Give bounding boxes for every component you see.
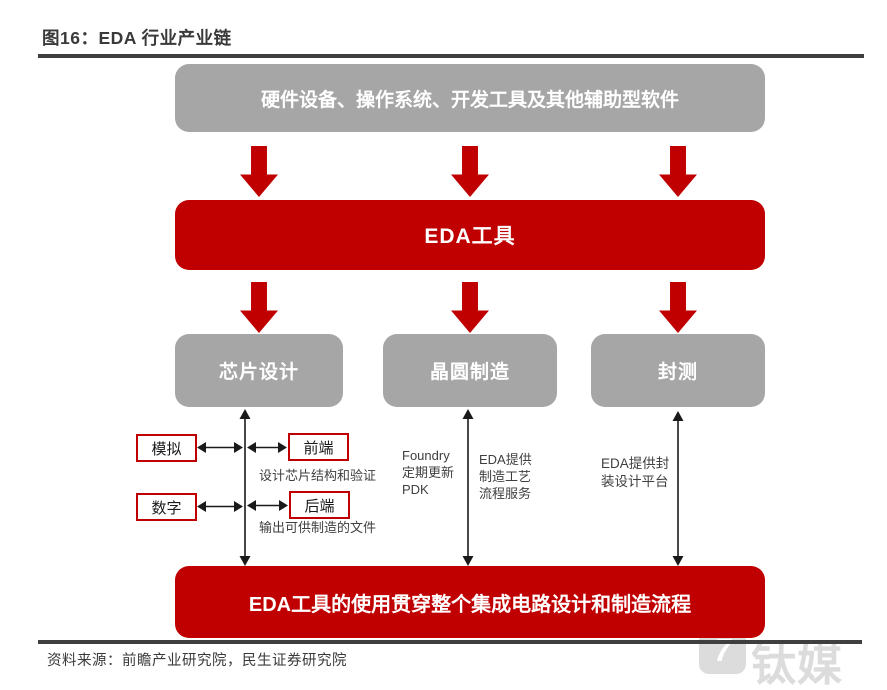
double-arrow-vertical (462, 409, 474, 566)
down-arrow-icon (659, 146, 697, 197)
front-end-note: 设计芯片结构和验证 (259, 468, 377, 483)
double-arrow-horizontal (197, 442, 243, 453)
source-note: 资料来源：前瞻产业研究院，民生证券研究院 (47, 653, 347, 669)
back-end-tag: 后端 (289, 491, 350, 519)
title-rule (38, 54, 864, 58)
down-arrow-icon (240, 282, 278, 333)
analog-tag: 模拟 (136, 434, 197, 462)
eda-tools-box: EDA工具 (175, 200, 765, 270)
package-test-box: 封测 (591, 334, 765, 407)
down-arrow-icon (240, 146, 278, 197)
eda-package-platform-note: EDA提供封 装设计平台 (601, 456, 670, 489)
wafer-fab-box: 晶圆制造 (383, 334, 557, 407)
footer-rule (38, 640, 862, 644)
double-arrow-horizontal (247, 442, 287, 453)
front-end-tag: 前端 (288, 433, 349, 461)
eda-summary-box: EDA工具的使用贯穿整个集成电路设计和制造流程 (175, 566, 765, 638)
chip-design-box: 芯片设计 (175, 334, 343, 407)
figure-title: 图16：EDA 行业产业链 (42, 28, 232, 48)
hardware-software-box: 硬件设备、操作系统、开发工具及其他辅助型软件 (175, 64, 765, 132)
digital-tag: 数字 (136, 493, 197, 521)
down-arrow-icon (451, 146, 489, 197)
watermark-text: 钛媒体 (751, 639, 844, 690)
foundry-pdk-note: Foundry 定期更新 PDK (402, 448, 455, 497)
double-arrow-vertical (672, 411, 684, 566)
back-end-note: 输出可供制造的文件 (259, 520, 377, 535)
down-arrow-icon (451, 282, 489, 333)
eda-process-service-note: EDA提供 制造工艺 流程服务 (479, 452, 532, 501)
double-arrow-horizontal (197, 501, 243, 512)
double-arrow-horizontal (247, 500, 288, 511)
down-arrow-icon (659, 282, 697, 333)
double-arrow-vertical (239, 409, 251, 566)
